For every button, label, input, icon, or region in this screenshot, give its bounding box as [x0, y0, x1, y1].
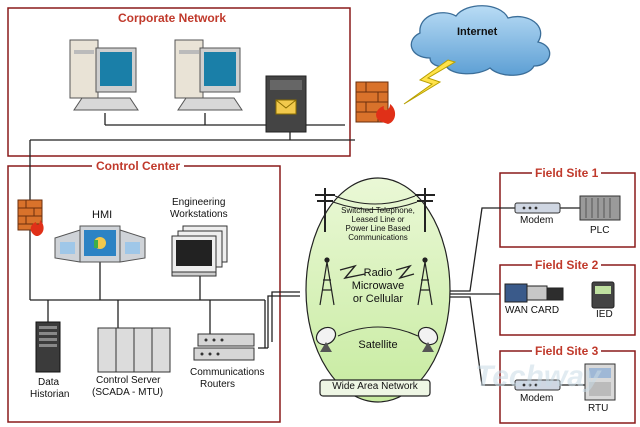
hmi-console-icon: [54, 225, 146, 263]
field1-plc-label: PLC: [590, 225, 610, 236]
control-server-label-line2: (SCADA - MTU): [92, 387, 164, 398]
corporate-firewall-icon: [355, 81, 396, 124]
internet-cloud-icon: [410, 5, 551, 76]
field-site-1-title: Field Site 1: [532, 167, 602, 180]
wan-telephone-line1: Switched Telephone,: [341, 206, 415, 215]
wan-radio-line1: Radio: [363, 267, 393, 279]
field3-rtu-icon: [584, 363, 616, 401]
wan-telephone-line3: Power Line Based: [345, 224, 411, 233]
internet-label: Internet: [457, 26, 498, 38]
watermark-text: Techway: [475, 360, 601, 393]
wan-cloud: [305, 177, 451, 403]
engineering-label-line1: Engineering: [172, 197, 226, 208]
wan-radio-line2: Microwave: [351, 280, 405, 292]
field3-modem-icon: [514, 379, 561, 391]
field1-modem-label: Modem: [520, 215, 554, 226]
control-center-lan-lines: [29, 228, 300, 349]
field3-rtu-label: RTU: [588, 403, 609, 414]
wan-label-box: [319, 379, 431, 397]
wan-telephone-line4: Communications: [348, 233, 408, 242]
corporate-network-title: Corporate Network: [118, 11, 227, 25]
lightning-bolt-icon: [403, 59, 457, 105]
field2-wan-card-icon: [504, 283, 564, 303]
field2-ied-label: IED: [596, 309, 613, 320]
historian-label-line1: Data: [38, 377, 60, 388]
routers-label-line2: Routers: [200, 379, 236, 390]
corporate-workstation-2-icon: [174, 39, 243, 111]
radio-tower-icons: [319, 257, 433, 306]
control-firewall-icon: [17, 199, 44, 236]
data-historian-icon: [35, 321, 61, 373]
field3-modem-label: Modem: [520, 393, 554, 404]
field2-ied-icon: [591, 281, 615, 309]
hmi-label: HMI: [92, 209, 113, 221]
field1-plc-icon: [579, 195, 621, 221]
telephone-pole-icons: [315, 188, 435, 232]
wan-telephone-line2: Leased Line or: [351, 215, 405, 224]
field-site-2-title: Field Site 2: [532, 259, 602, 272]
field1-modem-icon: [514, 202, 561, 214]
mail-server-icon: [265, 75, 307, 133]
engineering-label-line2: Workstations: [170, 209, 228, 220]
field2-wan-card-label: WAN CARD: [505, 305, 560, 316]
control-server-rack-icon: [97, 327, 171, 373]
routers-label-line1: Communications: [190, 367, 265, 378]
corporate-network-frame: [7, 7, 351, 157]
satellite-dish-icons: [315, 326, 439, 352]
control-center-title: Control Center: [92, 160, 184, 173]
wan-radio-line3: or Cellular: [352, 293, 404, 305]
engineering-workstations-icon: [171, 225, 228, 277]
field-site-3-title: Field Site 3: [532, 345, 602, 358]
wan-satellite-label: Satellite: [358, 339, 398, 351]
control-server-label-line1: Control Server: [96, 375, 161, 386]
communications-routers-icon: [193, 333, 255, 361]
corporate-workstation-1-icon: [69, 39, 139, 111]
wan-label: Wide Area Network: [332, 381, 418, 392]
wan-field-links: [450, 207, 585, 386]
historian-label-line2: Historian: [30, 389, 70, 400]
